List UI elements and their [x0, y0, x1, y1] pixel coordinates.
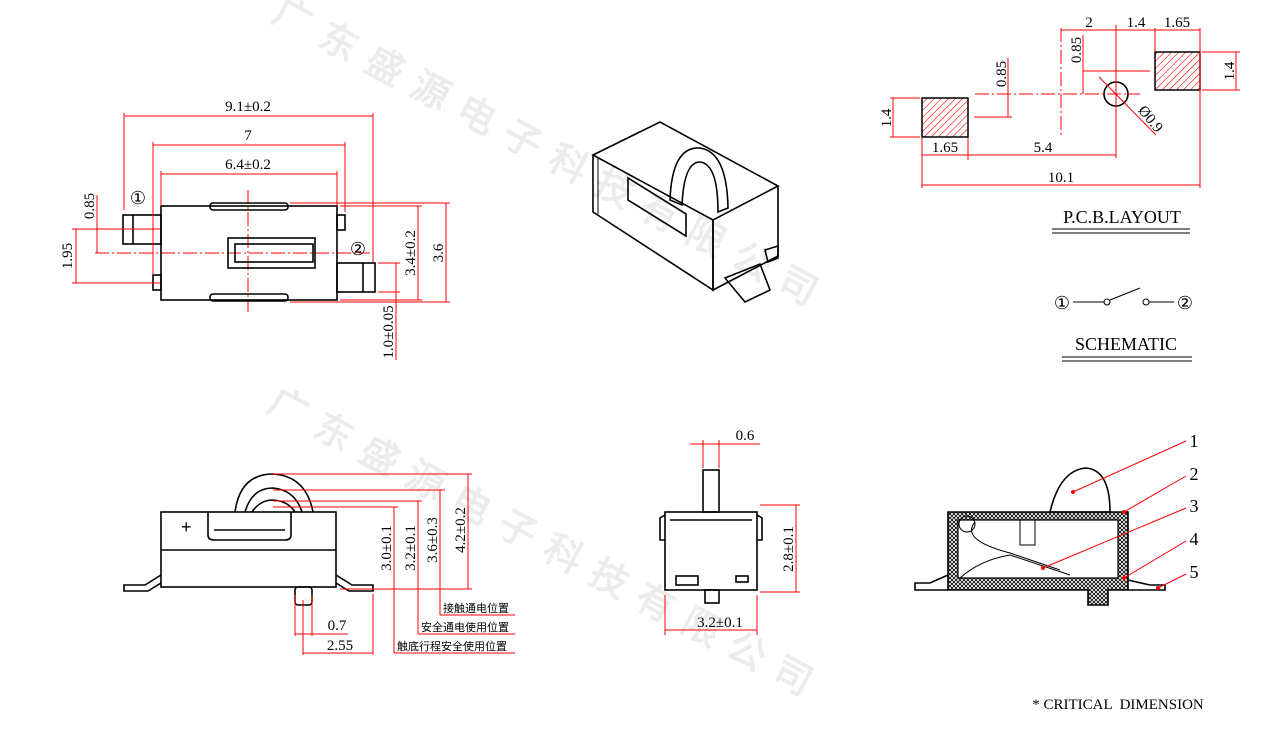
- critical-dimension-note: * CRITICAL DIMENSION: [1032, 697, 1204, 713]
- dim-terminal-span: 7: [244, 128, 252, 144]
- dim-overall-width: 3.6: [431, 243, 447, 262]
- dim-1-4-right: 1.4: [1222, 61, 1238, 80]
- dim-front-height: 2.8±0.1: [781, 526, 797, 572]
- pcb-layout-title: P.C.B.LAYOUT: [1063, 207, 1181, 227]
- schematic-title: SCHEMATIC: [1075, 334, 1177, 354]
- pcb-layout: 2 1.4 1.65 0.85 0.85 1.4 1.4 Ø0.9 1.65 5…: [879, 15, 1240, 234]
- side-view: + 3.0±0.1 3.2±0.1 3.6±0.3 4.2±0.2 接触通电位置…: [123, 473, 515, 655]
- callout-1: 1: [1190, 431, 1199, 451]
- dim-10-1: 10.1: [1048, 170, 1074, 186]
- dim-0-7: 0.7: [328, 618, 347, 634]
- callout-5: 5: [1190, 562, 1199, 582]
- pad-1: [921, 97, 969, 138]
- dim-body-width: 3.4±0.2: [403, 230, 419, 276]
- callout-2: 2: [1190, 464, 1199, 484]
- dim-hole: Ø0.9: [1134, 103, 1165, 136]
- dim-2: 2: [1085, 15, 1093, 31]
- dim-overall-length: 9.1±0.2: [225, 99, 271, 115]
- pin1-label: ①: [130, 188, 146, 208]
- dim-4-2: 4.2±0.2: [453, 507, 469, 553]
- label-bottom-travel-position: 触底行程安全使用位置: [397, 639, 507, 653]
- schematic-pin2: ②: [1177, 293, 1193, 313]
- polarity-plus: +: [181, 517, 192, 537]
- callout-4: 4: [1190, 529, 1199, 549]
- watermark: 广东盛源电子科技有限公司: [266, 0, 838, 321]
- pin2-label: ②: [350, 239, 366, 259]
- isometric-view: [591, 121, 780, 303]
- label-safe-conduct-position: 安全通电使用位置: [421, 620, 509, 634]
- dim-body-length: 6.4±0.2: [225, 157, 271, 173]
- dim-1-4-top: 1.4: [1127, 15, 1146, 31]
- dim-front-width: 3.2±0.1: [697, 615, 743, 631]
- front-view: 0.6 2.8±0.1 3.2±0.1: [659, 428, 800, 635]
- dim-terminal-width: 1.0±0.05: [381, 305, 397, 358]
- schematic: ① ② SCHEMATIC: [1054, 287, 1193, 362]
- dim-1-4-left: 1.4: [879, 108, 895, 127]
- label-contact-position: 接触通电位置: [443, 601, 509, 615]
- dim-pin-pitch: 1.95: [60, 243, 76, 269]
- dim-5-4: 5.4: [1034, 140, 1053, 156]
- dim-3-6: 3.6±0.3: [425, 517, 441, 563]
- dim-offset: 0.85: [82, 193, 98, 219]
- dim-0-85-right: 0.85: [1069, 37, 1085, 63]
- dim-0-85-left: 0.85: [994, 61, 1010, 87]
- callout-3: 3: [1190, 496, 1199, 516]
- schematic-pin1: ①: [1054, 293, 1070, 313]
- dim-1-65-bottom: 1.65: [932, 140, 958, 156]
- dim-3-2: 3.2±0.1: [403, 525, 419, 571]
- dim-3-0: 3.0±0.1: [379, 525, 395, 571]
- dim-1-65-top: 1.65: [1164, 15, 1190, 31]
- top-view: 9.1±0.2 7 6.4±0.2 0.85 1.95 3.4±0.2 3.6 …: [60, 99, 450, 360]
- dim-plunger-width: 0.6: [736, 428, 755, 444]
- pad-2: [1154, 51, 1201, 91]
- dim-2-55: 2.55: [327, 638, 353, 654]
- section-view: 1 2 3 4 5: [914, 431, 1199, 606]
